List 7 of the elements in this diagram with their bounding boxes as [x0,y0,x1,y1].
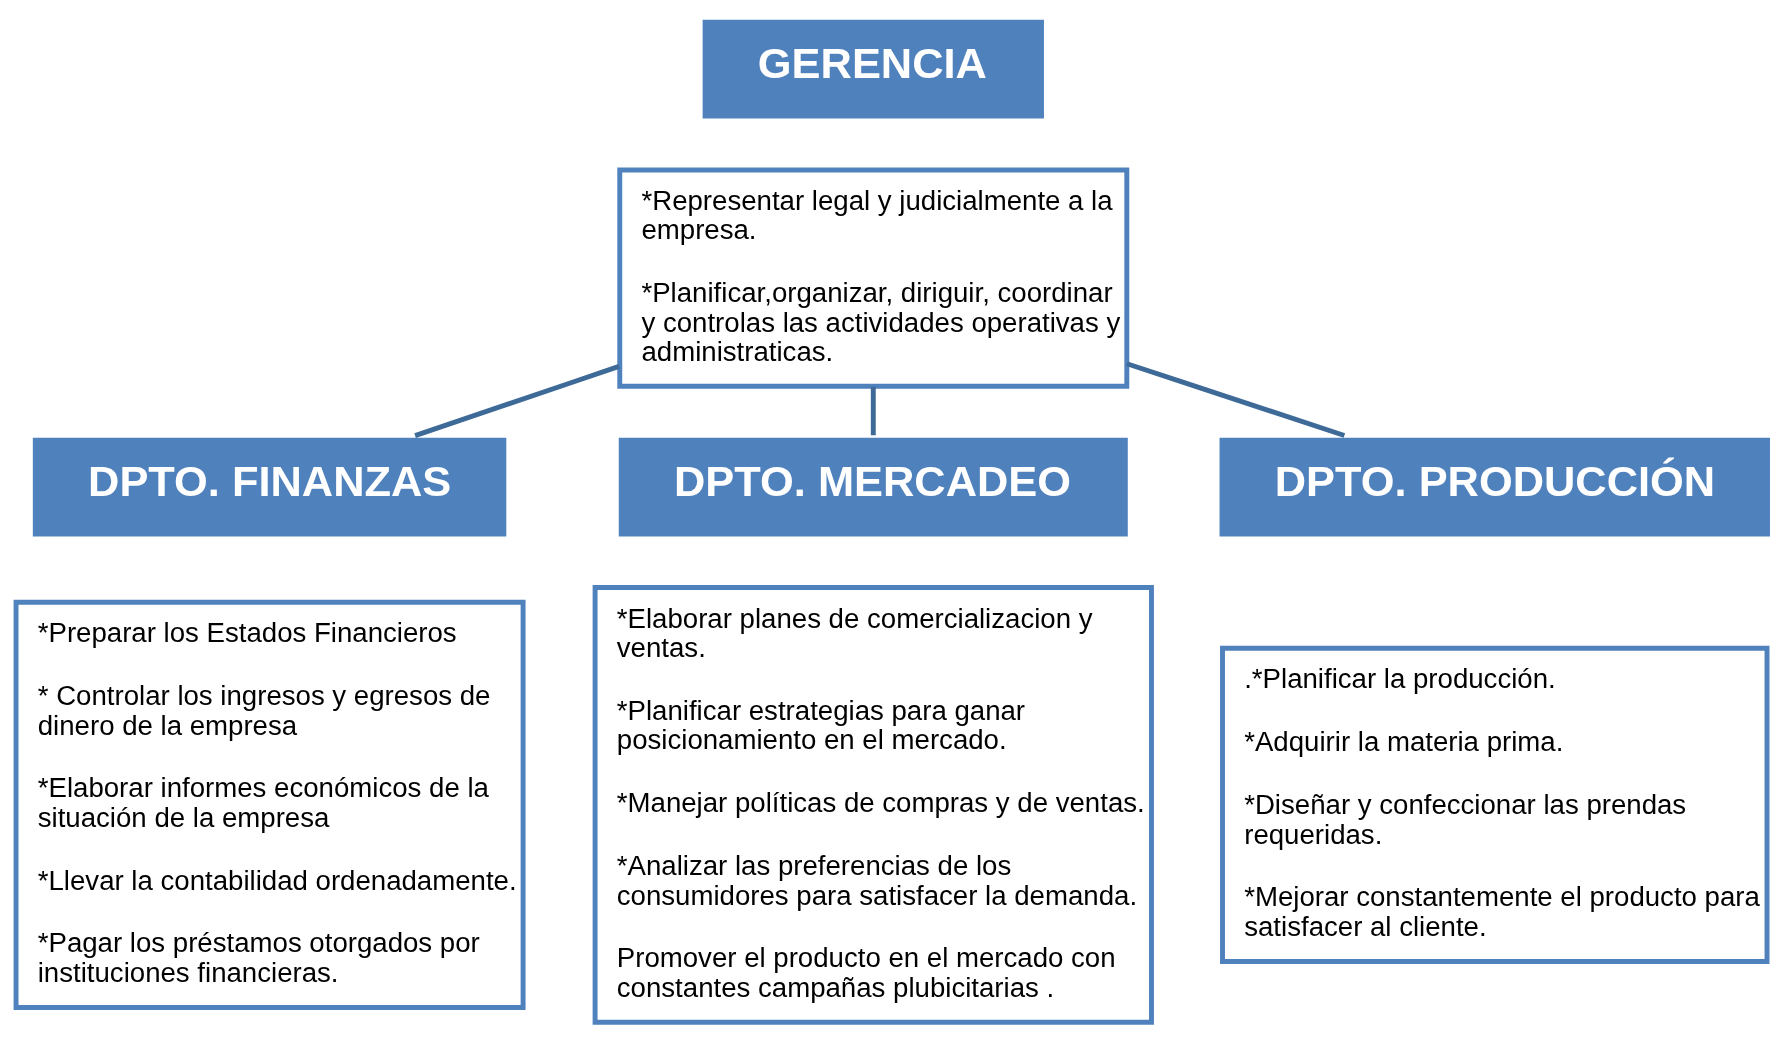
node-box: *Representar legal y judicialmente a la empresa. *Planificar,organizar, diriguir, coordinar y controlas las actividades operativas y administraticas. [617,167,1130,389]
node-box: .*Planificar la producción. *Adquirir la materia prima. *Diseñar y confeccionar las prendas requeridas. *Mejorar constantemente el producto para satisfacer al cliente. [1220,645,1770,964]
node-box: *Elaborar planes de comercializacion y ventas. *Planificar estrategias para ganar posicionamiento en el mercado. *Manejar políticas de compras y de ventas. *Analizar las preferencias de los consumidores para satisfacer la demanda. Promover el producto en el mercado con constantes campañas plubicitarias . [592,584,1154,1025]
node-box: *Preparar los Estados Financieros * Controlar los ingresos y egresos de dinero de la empresa *Elaborar informes económicos de la situación de la empresa *Llevar la contabilidad ordenadamente. *Pagar los préstamos otorgados por instituciones financieras. [13,599,526,1010]
connector [870,386,876,435]
connector [414,363,620,438]
connector [1126,360,1346,438]
